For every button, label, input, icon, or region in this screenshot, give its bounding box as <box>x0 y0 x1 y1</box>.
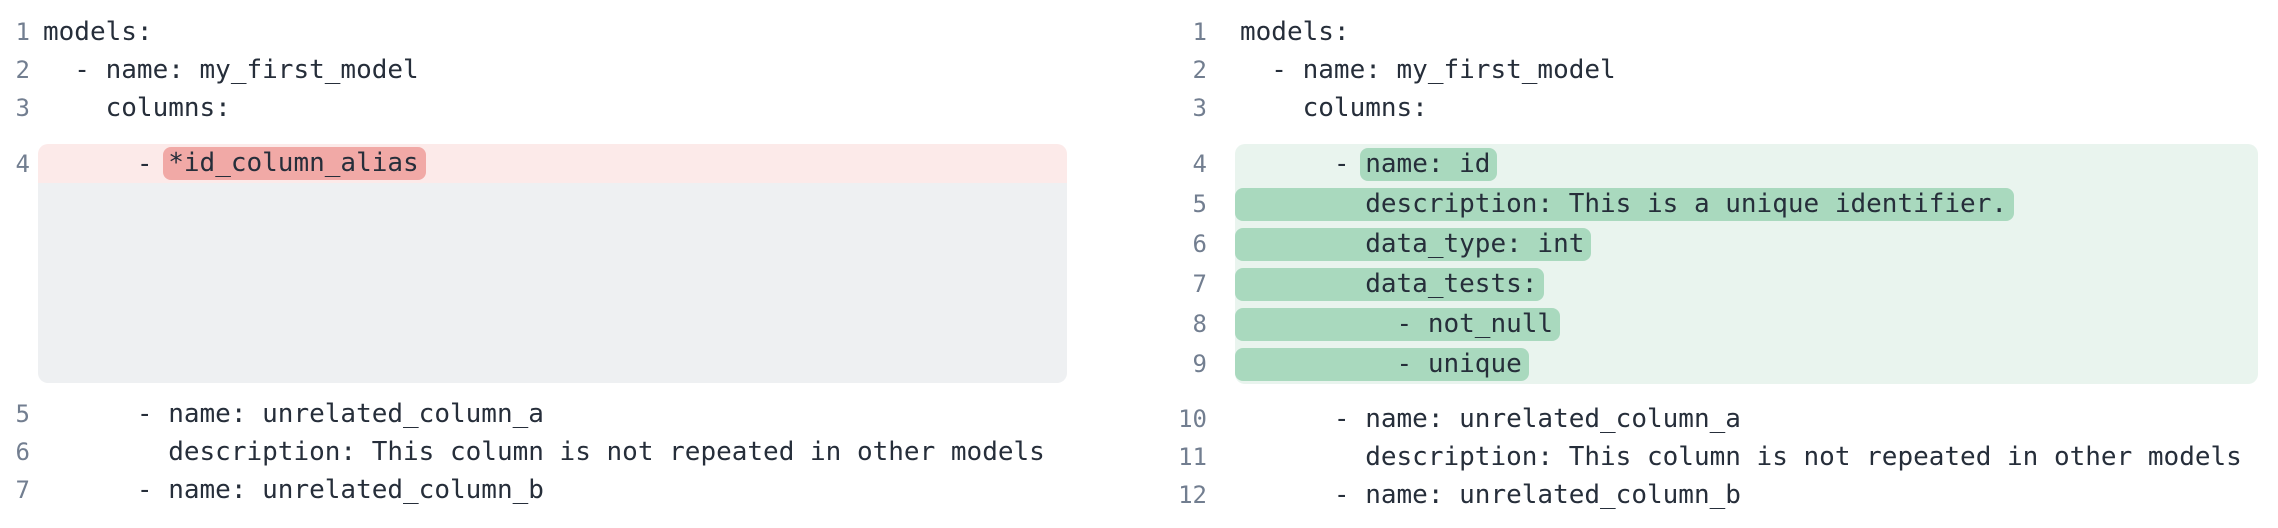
code-line-row: 1 models: <box>1139 13 2278 51</box>
added-token: name: id <box>1360 147 1498 181</box>
code-line-row: 4 - name: id <box>1139 144 2278 184</box>
code-line: data_type: int <box>1235 224 2258 264</box>
code-line: models: <box>43 17 153 47</box>
code-line-row: 3 columns: <box>1139 89 2278 127</box>
code-line-row: 2 - name: my_first_model <box>1139 51 2278 89</box>
code-line: - name: unrelated_column_b <box>1240 480 1741 510</box>
code-line: models: <box>1240 17 1350 47</box>
code-line-row: 8 - not_null <box>1139 304 2278 344</box>
code-line: columns: <box>43 93 231 123</box>
code-line-row: 5 description: This is a unique identifi… <box>1139 184 2278 224</box>
code-line-row: 4 - *id_column_alias <box>0 144 1139 183</box>
line-number: 2 <box>1192 56 1207 84</box>
code-line: description: This column is not repeated… <box>1240 442 2242 472</box>
code-line: - name: unrelated_column_a <box>1240 404 1741 434</box>
code-line-row: 7 data_tests: <box>1139 264 2278 304</box>
code-line: - name: unrelated_column_a <box>43 399 544 429</box>
code-line-row: 6 description: This column is not repeat… <box>0 433 1139 471</box>
code-line-row: 5 - name: unrelated_column_a <box>0 395 1139 433</box>
line-number: 4 <box>1192 150 1207 178</box>
added-token: - unique <box>1235 347 1529 381</box>
code-line-row: 9 - unique <box>1139 344 2278 384</box>
added-token: data_tests: <box>1235 267 1545 301</box>
code-line-prefix: - <box>1240 149 1366 179</box>
code-line: - *id_column_alias <box>38 144 1067 183</box>
code-line-row: 1 models: <box>0 13 1139 51</box>
line-number: 8 <box>1192 310 1207 338</box>
code-line-row: 3 columns: <box>0 89 1139 127</box>
code-line: data_tests: <box>1235 264 2258 304</box>
code-line-row: 7 - name: unrelated_column_b <box>0 471 1139 509</box>
line-number: 1 <box>15 18 30 46</box>
removed-token: *id_column_alias <box>163 147 426 180</box>
line-number: 6 <box>15 438 30 466</box>
line-number: 3 <box>1192 94 1207 122</box>
code-line: - name: id <box>1235 144 2258 184</box>
code-line: - name: unrelated_column_b <box>43 475 544 505</box>
line-number: 5 <box>15 400 30 428</box>
line-number: 12 <box>1178 481 1207 509</box>
code-line: - name: my_first_model <box>1240 55 1616 85</box>
line-number: 4 <box>15 149 30 178</box>
line-number: 2 <box>15 56 30 84</box>
added-token: - not_null <box>1235 307 1561 341</box>
code-line-row: 6 data_type: int <box>1139 224 2278 264</box>
code-line: - unique <box>1235 344 2258 384</box>
line-number: 10 <box>1178 405 1207 433</box>
code-line-prefix: - <box>43 148 169 179</box>
line-number: 7 <box>1192 270 1207 298</box>
line-number: 6 <box>1192 230 1207 258</box>
line-number: 11 <box>1178 443 1207 471</box>
line-number: 1 <box>1192 18 1207 46</box>
code-line-row: 11 description: This column is not repea… <box>1139 438 2278 476</box>
code-line: description: This column is not repeated… <box>43 437 1045 467</box>
added-token: data_type: int <box>1235 227 1592 261</box>
code-line-row: 10 - name: unrelated_column_a <box>1139 400 2278 438</box>
line-number: 7 <box>15 476 30 504</box>
collapsed-region-placeholder <box>38 183 1067 383</box>
line-number: 5 <box>1192 190 1207 218</box>
line-number: 9 <box>1192 350 1207 378</box>
line-number: 3 <box>15 94 30 122</box>
code-line-row: 12 - name: unrelated_column_b <box>1139 476 2278 514</box>
code-line: columns: <box>1240 93 1428 123</box>
added-token: description: This is a unique identifier… <box>1235 187 2015 221</box>
code-line: - name: my_first_model <box>43 55 419 85</box>
code-line: description: This is a unique identifier… <box>1235 184 2258 224</box>
code-line-row: 2 - name: my_first_model <box>0 51 1139 89</box>
code-line: - not_null <box>1235 304 2258 344</box>
